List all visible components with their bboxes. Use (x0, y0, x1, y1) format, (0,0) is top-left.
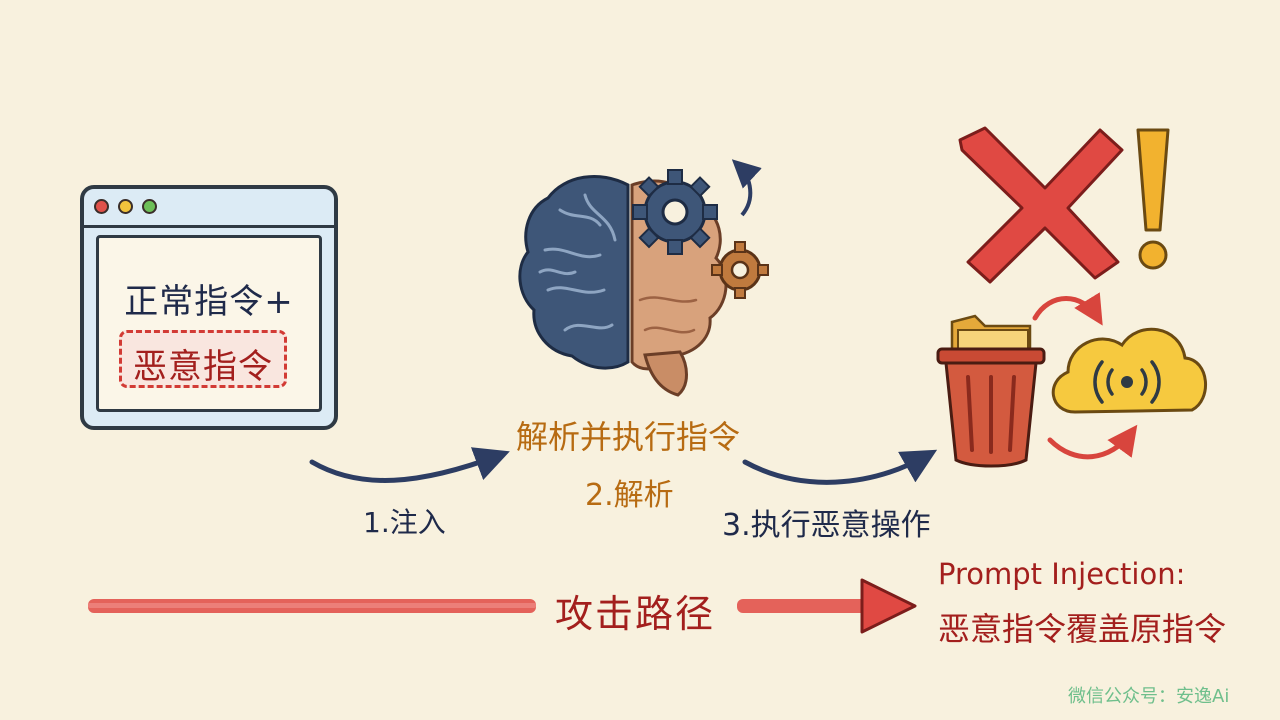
malicious-instruction-box: 恶意指令 (119, 330, 287, 388)
normal-instruction-text: 正常指令+ (124, 282, 294, 322)
minimize-dot-icon (118, 199, 133, 214)
step-parse-label: 2.解析 (585, 478, 674, 513)
prompt-injection-description: 恶意指令覆盖原指令 (938, 610, 1227, 648)
exclamation-icon (1136, 128, 1170, 270)
attack-path-label: 攻击路径 (555, 592, 716, 636)
malicious-instruction-text: 恶意指令 (133, 347, 273, 387)
browser-content: 正常指令+ 恶意指令 (96, 235, 322, 412)
cloud-icon (1051, 327, 1207, 414)
inject-arrow (309, 447, 510, 483)
step-inject-label: 1.注入 (363, 506, 446, 539)
trash-can-icon (936, 347, 1046, 468)
parse-execute-label: 解析并执行指令 (516, 418, 741, 456)
upload-arrow (1032, 292, 1103, 326)
gear-icon (632, 169, 769, 299)
prompt-injection-title: Prompt Injection: (938, 557, 1186, 591)
execute-arrow (742, 449, 938, 485)
maximize-dot-icon (142, 199, 157, 214)
attack-path-arrow (88, 578, 917, 634)
wechat-watermark: 微信公众号：安逸Ai (1068, 686, 1230, 707)
rotation-arrow (731, 159, 762, 217)
step-execute-label: 3.执行恶意操作 (722, 508, 931, 543)
exfiltrate-arrow (1047, 424, 1138, 460)
red-x-icon (958, 126, 1124, 284)
browser-window: 正常指令+ 恶意指令 (80, 185, 338, 430)
browser-titlebar (84, 189, 334, 228)
close-dot-icon (94, 199, 109, 214)
